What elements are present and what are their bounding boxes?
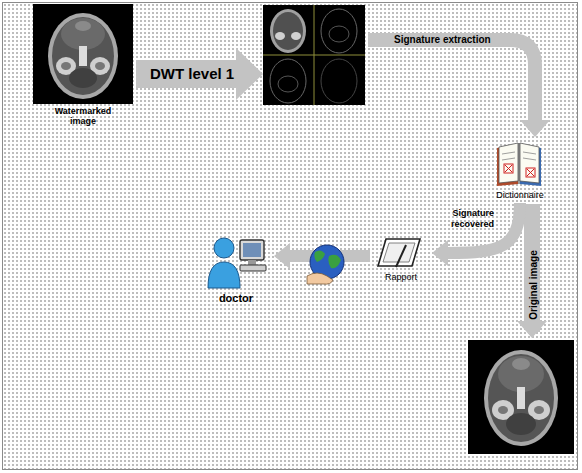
image-node: Dictionnaire — [482, 138, 558, 201]
ct-image — [468, 340, 574, 454]
edge-label: Signature recovered — [432, 208, 494, 230]
node-label: Rapport — [372, 272, 430, 283]
report-icon — [376, 236, 422, 270]
dictionary-icon — [494, 140, 544, 188]
image-node: Rapport — [372, 234, 430, 283]
dwt-image — [263, 5, 365, 105]
arrow-head — [432, 240, 448, 266]
node-label: Watermarked image — [43, 106, 123, 126]
flow-label: Signature extraction — [392, 34, 493, 46]
arrow-head — [274, 243, 290, 269]
ct-image — [33, 4, 133, 104]
node-label: Dictionnaire — [482, 190, 558, 201]
node-label: doctor — [200, 292, 272, 304]
image-node: Watermarked image — [30, 4, 136, 126]
image-node: doctor — [200, 234, 272, 304]
flow-label: DWT level 1 — [148, 65, 236, 82]
flow-arrow — [432, 203, 520, 266]
doctor-icon — [206, 234, 268, 290]
globe-icon — [303, 242, 349, 288]
flow-label: Original image — [528, 238, 540, 332]
